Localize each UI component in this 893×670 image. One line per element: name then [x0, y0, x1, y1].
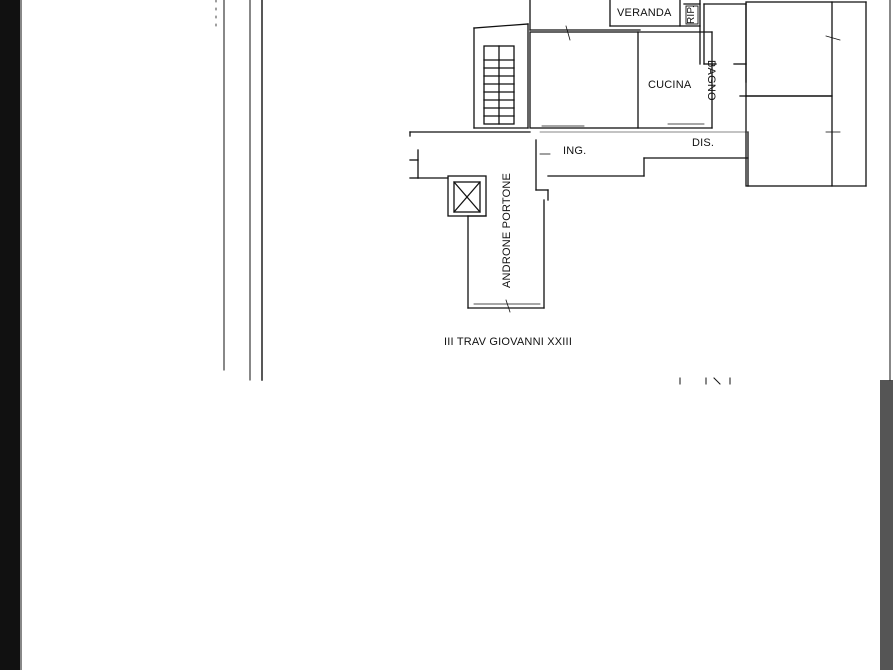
room-label-dis: DIS.: [692, 137, 715, 149]
street-label: III TRAV GIOVANNI XXIII: [444, 336, 573, 348]
room-label-rip: RIP.: [686, 5, 697, 24]
stair-block: [473, 23, 529, 129]
room-label-cucina: CUCINA: [648, 79, 692, 91]
room-label-androne: ANDRONE PORTONE: [501, 172, 513, 288]
scan-border-left: [0, 0, 20, 670]
room-label-bagno: BAGNO: [705, 60, 717, 101]
scan-border-right: [880, 380, 893, 670]
scan-marks: [679, 377, 731, 385]
androne-outline: [467, 199, 545, 313]
landing-outline: [409, 131, 549, 201]
elevator: [447, 175, 487, 217]
room-label-veranda: VERANDA: [617, 7, 672, 19]
room-label-ing: ING.: [563, 145, 587, 157]
apartment-outline: [529, 0, 867, 187]
